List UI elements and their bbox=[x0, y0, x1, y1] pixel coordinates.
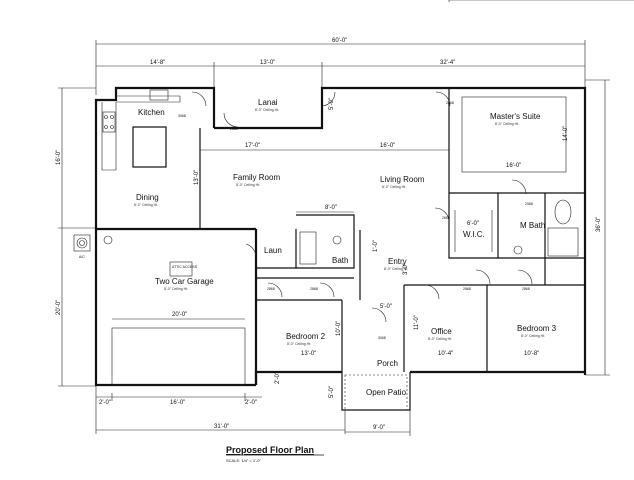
dim-left-lower: 20'-0" bbox=[56, 300, 62, 315]
lanai-label: Lanai bbox=[258, 98, 278, 107]
dim-top-2: 13'-0" bbox=[260, 60, 275, 66]
laun-label: Laun bbox=[264, 246, 282, 255]
dim-office-depth: 11'-0" bbox=[414, 315, 420, 330]
lanai-ceiling: 8'-0" Ceiling Ht. bbox=[255, 108, 279, 112]
plan-title-block: Proposed Floor Plan SCALE: 1/4" = 1'-0" bbox=[226, 445, 324, 463]
dim-lanai-depth: 5'-0" bbox=[329, 98, 335, 110]
entry-label: Entry bbox=[388, 257, 407, 266]
dim-top-1: 14'-8" bbox=[150, 60, 165, 66]
door-tag-3068: 3068 bbox=[178, 114, 186, 118]
dining-label: Dining bbox=[136, 193, 159, 202]
dim-left-upper: 16'-0" bbox=[56, 150, 62, 165]
bedroom-3-ceiling: 8'-0" Ceiling Ht. bbox=[521, 334, 545, 338]
bedroom-2-ceiling: 8'-0" Ceiling Ht. bbox=[287, 342, 311, 346]
left-dimensions: 16'-0" 20'-0" bbox=[56, 87, 96, 387]
bedroom-2-label: Bedroom 2 bbox=[286, 332, 326, 341]
dim-living-width: 16'-0" bbox=[380, 143, 395, 149]
m-bath-label: M Bath bbox=[520, 221, 545, 230]
dim-master-depth: 14'-0" bbox=[563, 126, 569, 141]
attic-access-label: ATTIC ACCESS bbox=[172, 265, 198, 269]
top-dimensions: 60'-0" 14'-8" 13'-0" 32'-4" bbox=[95, 0, 634, 95]
door-tag-2868-bed2b: 2868 bbox=[310, 287, 318, 291]
door-tag-3068-porch: 3068 bbox=[378, 336, 386, 340]
door-swings bbox=[191, 91, 533, 323]
dim-bottom-left-2: 16'-0" bbox=[170, 400, 185, 406]
dim-bottom-right: 9'-0" bbox=[373, 425, 385, 431]
open-patio-label: Open Patio bbox=[366, 388, 407, 397]
interior-dimensions: 17'-0" 16'-0" 13'-0" 8'-0" 20'-0" 13'-0"… bbox=[112, 98, 569, 398]
dim-bottom-left-1: 2'-0" bbox=[99, 400, 111, 406]
masters-suite-label: Master's Suite bbox=[490, 112, 541, 121]
dim-bed2-width: 13'-0" bbox=[301, 351, 316, 357]
right-dimensions: 36'-0" bbox=[585, 79, 610, 376]
dim-garage-width: 20'-0" bbox=[172, 312, 187, 318]
dim-entry-step: 3'-0" bbox=[403, 263, 409, 275]
dim-family-depth: 13'-0" bbox=[194, 170, 200, 185]
two-car-garage-label: Two Car Garage bbox=[155, 277, 214, 286]
door-tag-2068: 2068 bbox=[525, 202, 533, 206]
door-tags: 3068 2868 2868 2868 2868 3068 2868 2868 … bbox=[178, 101, 533, 340]
bath-label: Bath bbox=[332, 256, 348, 265]
dim-bath-width: 8'-0" bbox=[325, 205, 337, 211]
room-labels: Kitchen Lanai 8'-0" Ceiling Ht. Master's… bbox=[79, 98, 557, 397]
plan-scale: SCALE: 1/4" = 1'-0" bbox=[226, 458, 261, 463]
dim-office-width: 10'-4" bbox=[438, 351, 453, 357]
garage-ceiling: 8'-0" Ceiling Ht. bbox=[164, 287, 188, 291]
dim-porch-width: 5'-0" bbox=[380, 304, 392, 310]
dim-bottom-overall-left: 31'-0" bbox=[214, 424, 229, 430]
dim-right-overall: 36'-0" bbox=[596, 217, 602, 232]
dim-stair-step: 1'-0" bbox=[373, 240, 379, 252]
office-label: Office bbox=[431, 327, 452, 336]
family-room-label: Family Room bbox=[233, 173, 280, 182]
dining-ceiling: 8'-0" Ceiling Ht. bbox=[134, 203, 158, 207]
dim-bed2-depth: 10'-0" bbox=[336, 321, 342, 336]
porch-label: Porch bbox=[377, 359, 398, 368]
dim-porch-step: 2'-0" bbox=[275, 372, 281, 384]
wic-label: W.I.C. bbox=[463, 230, 485, 239]
door-tag-2868-lanai: 2868 bbox=[230, 127, 238, 131]
dim-overall-top: 60'-0" bbox=[332, 38, 347, 44]
dim-bottom-left-3: 2'-0" bbox=[245, 400, 257, 406]
family-room-ceiling: 8'-0" Ceiling Ht. bbox=[236, 183, 260, 187]
exterior-walls bbox=[94, 86, 587, 411]
dim-top-3: 32'-4" bbox=[440, 60, 455, 66]
door-tag-2868-master: 2868 bbox=[446, 101, 454, 105]
plan-title: Proposed Floor Plan bbox=[226, 445, 314, 455]
dim-patio-depth: 5'-0" bbox=[329, 386, 335, 398]
dim-lanai-width: 17'-0" bbox=[245, 143, 260, 149]
door-tag-2668: 2668 bbox=[442, 216, 450, 220]
door-tag-2868-bed3: 2868 bbox=[522, 287, 530, 291]
bedroom-3-label: Bedroom 3 bbox=[517, 324, 557, 333]
ac-label: A/C bbox=[79, 255, 85, 259]
dim-wic-width: 6'-0" bbox=[467, 221, 479, 227]
kitchen-label: Kitchen bbox=[138, 108, 165, 117]
door-tag-2868-bed2a: 2868 bbox=[267, 287, 275, 291]
living-room-label: Living Room bbox=[380, 175, 425, 184]
bottom-dimensions: 2'-0" 16'-0" 2'-0" 31'-0" 9'-0" bbox=[95, 385, 411, 436]
dim-bed3-width: 10'-8" bbox=[524, 351, 539, 357]
door-tag-2868-office: 2868 bbox=[463, 287, 471, 291]
entry-ceiling: 8'-0" Ceiling Ht. bbox=[384, 267, 408, 271]
living-room-ceiling: 8'-0" Ceiling Ht. bbox=[382, 185, 406, 189]
masters-suite-ceiling: 8'-0" Ceiling Ht. bbox=[495, 122, 519, 126]
dim-master-width: 16'-0" bbox=[506, 163, 521, 169]
interior-walls bbox=[73, 88, 585, 411]
office-ceiling: 8'-0" Ceiling Ht. bbox=[428, 337, 452, 341]
